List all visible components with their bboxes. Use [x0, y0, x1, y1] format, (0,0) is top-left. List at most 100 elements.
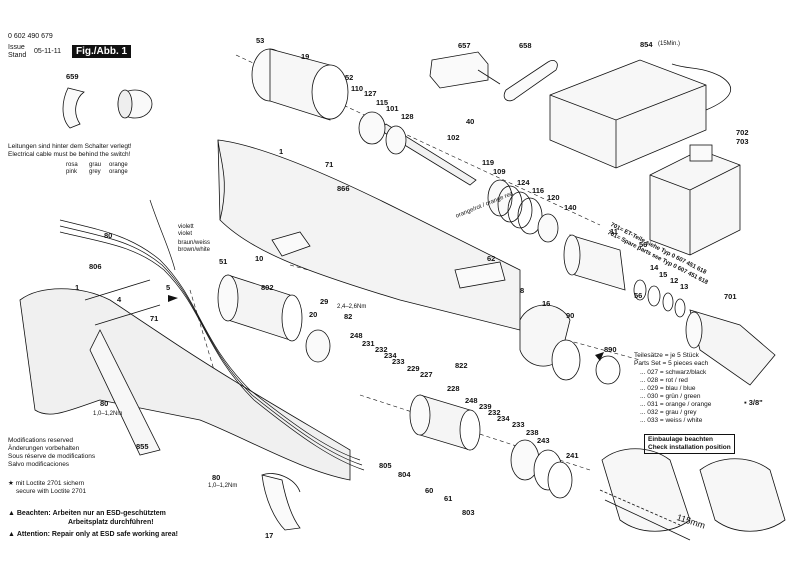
part-number-80a: 80 [104, 231, 113, 240]
part-number-701: 701 [724, 292, 737, 301]
part-number-12: 12 [670, 276, 679, 285]
wire-violet: violet [178, 231, 193, 237]
part-number-120: 120 [547, 193, 560, 202]
part-number-11: 11 [610, 227, 618, 236]
doc-number: 0 602 490 679 [8, 33, 53, 40]
warning-de-text2-bold: Arbeitsplatz durchführen! [68, 519, 154, 526]
part-number-20: 20 [309, 310, 318, 319]
cable-note-en: Electrical cable must be behind the swit… [8, 151, 131, 158]
wire-braunweiss: braun/weiss [178, 240, 211, 246]
parts-set-item: ... 027 = schwarz/black [640, 369, 707, 376]
part-number-657: 657 [458, 41, 471, 50]
part-number-805: 805 [379, 461, 392, 470]
wire-pink: pink [66, 169, 78, 175]
parts-set-item: ... 030 = grün / green [640, 393, 701, 400]
modifications-fr: Sous réserve de modifications [8, 453, 96, 460]
part-number-703: 703 [736, 137, 749, 146]
warning-de-label: Beachten: [16, 510, 51, 517]
part-number-82: 82 [344, 312, 353, 321]
part-number-248b: 248 [465, 396, 478, 405]
part-number-238: 238 [526, 428, 539, 437]
part-number-1a: 1 [279, 147, 284, 156]
part-number-1b: 1 [75, 283, 80, 292]
part-number-658: 658 [519, 41, 532, 50]
install-note: Einbaulage beachten Check installation p… [644, 434, 735, 454]
part-number-19: 19 [301, 52, 310, 61]
install-note-en: Check installation position [648, 444, 731, 451]
part-number-127: 127 [364, 89, 377, 98]
part-number-239: 239 [479, 402, 492, 411]
part-number-40: 40 [466, 117, 475, 126]
wire-grey: grey [89, 169, 101, 175]
loctite-note-en: secure with Loctite 2701 [16, 488, 87, 495]
modifications-de: Änderungen vorbehalten [8, 445, 80, 452]
torque-note-2: 1,0–1,2Nm [93, 411, 123, 417]
figure-badge: Fig./Abb. 1 [72, 45, 132, 58]
cable-note-de: Leitungen sind hinter dem Schalter verle… [8, 143, 132, 150]
part-number-702: 702 [736, 128, 749, 137]
part-number-806: 806 [89, 262, 102, 271]
part-number-124: 124 [517, 178, 530, 187]
wire-grau: grau [89, 162, 102, 168]
part-number-15: 15 [659, 270, 668, 279]
part-number-115: 115 [376, 98, 389, 107]
part-number-56b: 56 [634, 291, 643, 300]
part-number-803: 803 [462, 508, 475, 517]
part-number-51: 51 [219, 257, 228, 266]
part-number-855: 855 [136, 442, 149, 451]
part-number-248: 248 [350, 331, 363, 340]
part-number-80c: 80 [212, 473, 221, 482]
warning-de-text1: Arbeiten nur an ESD-geschütztem [52, 510, 166, 517]
part-number-243: 243 [537, 436, 550, 445]
part-number-52: 52 [345, 73, 354, 82]
part-number-822: 822 [455, 361, 468, 370]
issue-label: Issue [8, 44, 25, 51]
chuck-size-value: 3/8" [748, 398, 763, 407]
parts-set-title-en: Parts Set = 5 pieces each [634, 360, 709, 367]
part-number-119: 119 [482, 158, 495, 167]
install-note-de: Einbaulage beachten [648, 436, 714, 443]
part-number-71a: 71 [325, 160, 334, 169]
wire-violett: violett [178, 224, 194, 230]
warning-en: ▲ Attention: Repair only at ESD safe wor… [8, 531, 178, 538]
torque-note-3: 1,0–1,2Nm [208, 483, 238, 489]
parts-set-item: ... 028 = rot / red [640, 377, 688, 384]
part-number-60: 60 [425, 486, 434, 495]
part-number-5: 5 [166, 283, 171, 292]
part-number-140: 140 [564, 203, 577, 212]
part-number-53: 53 [256, 36, 265, 45]
part-number-17: 17 [265, 531, 274, 540]
torque-note-1: 2,4–2,6Nm [337, 304, 367, 310]
part-number-228: 228 [447, 384, 460, 393]
part-number-804: 804 [398, 470, 411, 479]
part-number-56a: 56 [639, 240, 648, 249]
issue-date: 05-11-11 [34, 48, 61, 55]
part-number-110: 110 [351, 84, 364, 93]
wire-orange-en: orange [109, 169, 128, 175]
part-number-128: 128 [401, 112, 414, 121]
part-number-233b: 233 [512, 420, 525, 429]
part-number-102: 102 [447, 133, 460, 142]
part-number-232b: 232 [488, 408, 501, 417]
wire-brownwhite: brown/white [178, 247, 211, 253]
part-number-14: 14 [650, 263, 659, 272]
part-number-234a: 234 [384, 351, 397, 360]
part-number-802: 802 [261, 283, 274, 292]
part-number-116: 116 [532, 186, 545, 195]
wire-rosa: rosa [66, 162, 78, 168]
part-number-80b: 80 [100, 399, 109, 408]
loctite-note-de: mit Loctite 2701 sichern [15, 480, 85, 487]
part-number-231: 231 [362, 339, 375, 348]
charger-label: 854 [640, 40, 653, 49]
stand-label: Stand [8, 52, 27, 59]
parts-set-title-de: Teilesätze = je 5 Stück [634, 352, 699, 359]
part-number-16: 16 [542, 299, 551, 308]
part-number-659: 659 [66, 72, 79, 81]
parts-set-item: ... 033 = weiss / white [640, 417, 703, 424]
part-number-234b: 234 [497, 414, 510, 423]
part-number-13: 13 [680, 282, 689, 291]
part-number-232a: 232 [375, 345, 388, 354]
modifications-es: Salvo modificaciones [8, 461, 70, 468]
warning-de: ▲ Beachten: Arbeiten nur an ESD-geschütz… [8, 510, 166, 517]
